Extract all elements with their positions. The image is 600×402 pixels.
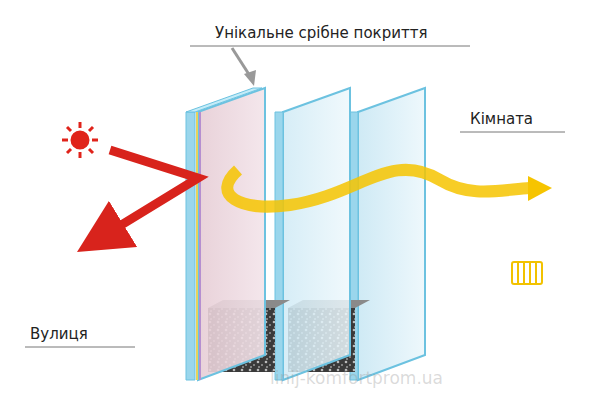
room-label: Кімната [470,110,533,128]
street-label: Вулиця [30,325,88,343]
watermark: linij-komfortprom.ua [270,368,443,388]
coating-label: Унікальне срібне покриття [215,24,427,42]
